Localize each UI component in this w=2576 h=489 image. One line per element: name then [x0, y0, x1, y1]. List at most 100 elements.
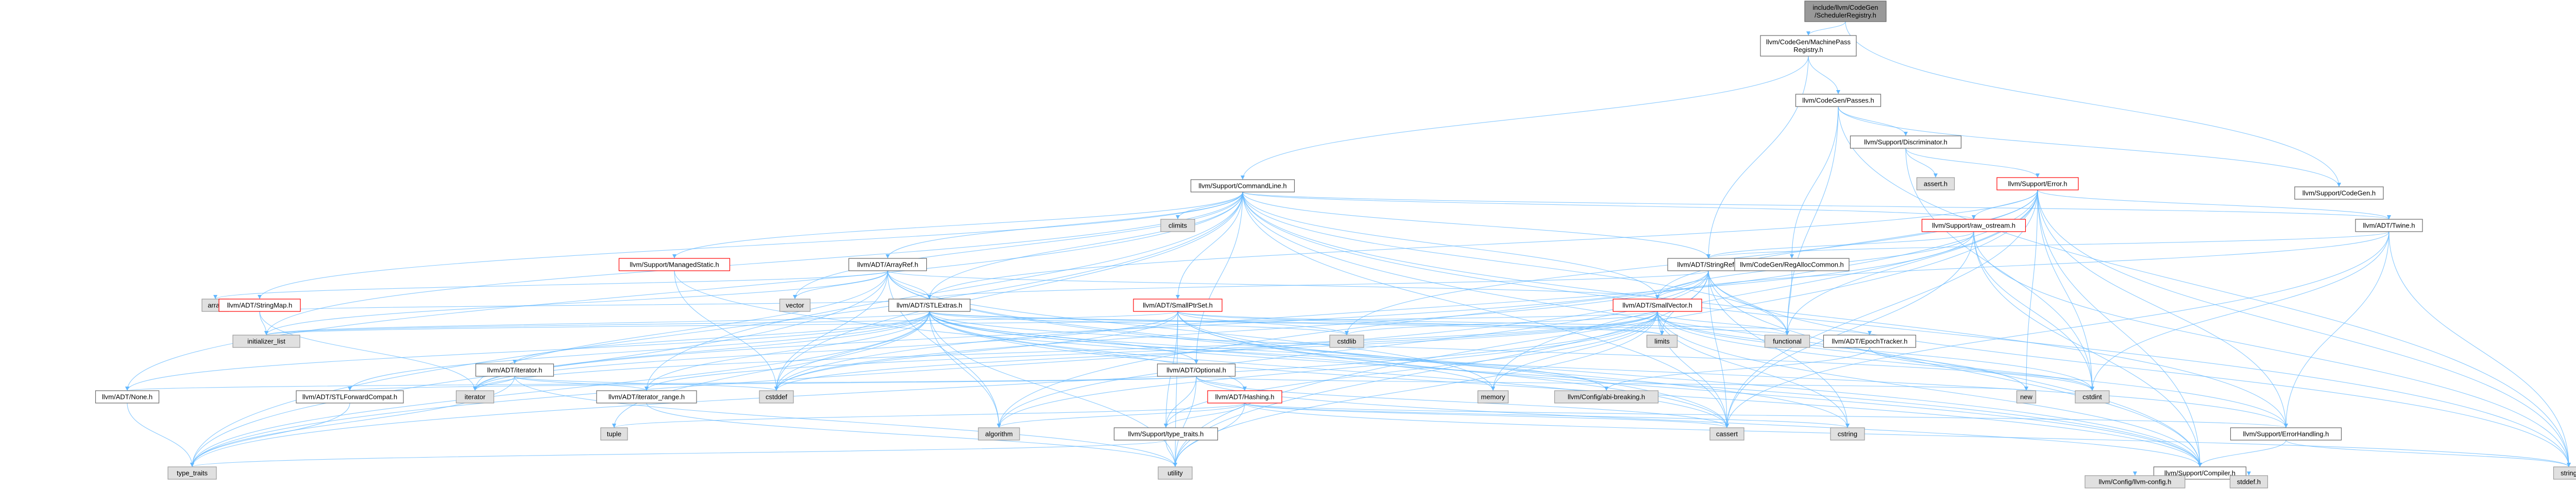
- node-errh[interactable]: llvm/Support/ErrorHandling.h: [2230, 427, 2342, 441]
- node-label: llvm/Support/Compiler.h: [2164, 469, 2235, 477]
- node-aref[interactable]: llvm/ADT/ArrayRef.h: [848, 258, 927, 271]
- node-box: [2016, 390, 2037, 404]
- edge-cl-to-irange: [646, 191, 1243, 391]
- node-root[interactable]: include/llvm/CodeGen/SchedulerRegistry.h: [1804, 1, 1887, 22]
- edge-arrowhead: [473, 387, 477, 391]
- node-label: llvm/ADT/Hashing.h: [1215, 393, 1275, 401]
- node-iterator[interactable]: iterator: [455, 390, 495, 404]
- edge-arrowhead: [2567, 463, 2571, 467]
- node-ms[interactable]: llvm/Support/ManagedStatic.h: [618, 258, 731, 271]
- edge-err-to-cassert: [1726, 189, 2038, 428]
- edge-svec-to-ilist: [266, 311, 1658, 336]
- edge-arrowhead: [2133, 471, 2137, 476]
- node-label: llvm/ADT/None.h: [102, 393, 152, 401]
- edge-arrowhead: [2036, 173, 2040, 178]
- node-box: [1207, 390, 1282, 404]
- node-box: [1916, 177, 1955, 190]
- edge-arrowhead: [774, 387, 778, 391]
- node-cl[interactable]: llvm/Support/CommandLine.h: [1190, 179, 1295, 193]
- node-tt[interactable]: llvm/Support/type_traits.h: [1113, 427, 1218, 441]
- edge-ms-to-cstddef: [674, 270, 777, 391]
- nodes-layer: include/llvm/CodeGen/SchedulerRegistry.h…: [95, 1, 2576, 488]
- node-tuple[interactable]: tuple: [600, 427, 628, 441]
- edge-cgp-to-scg: [1838, 106, 2340, 187]
- node-stlfc[interactable]: llvm/ADT/STLForwardCompat.h: [296, 390, 404, 404]
- node-sps[interactable]: llvm/ADT/SmallPtrSet.h: [1133, 299, 1223, 312]
- node-aiter[interactable]: llvm/ADT/iterator.h: [475, 363, 554, 377]
- node-label: llvm/ADT/StringRef.h: [1677, 261, 1739, 269]
- edge-arrowhead: [886, 254, 890, 258]
- node-ilist[interactable]: initializer_list: [232, 335, 300, 348]
- edge-epoch-to-cstdint: [1869, 347, 2093, 391]
- edge-arrowhead: [190, 463, 194, 467]
- node-memory[interactable]: memory: [1477, 390, 1509, 404]
- edge-err-to-stlx: [929, 189, 2038, 300]
- node-cstddef[interactable]: cstddef: [759, 390, 794, 404]
- edge-arrowhead: [1173, 463, 1177, 467]
- edge-sps-to-epoch: [1177, 311, 1870, 336]
- node-llvmcfg[interactable]: llvm/Config/llvm-config.h: [2084, 475, 2185, 488]
- edge-sref-to-comp: [1708, 270, 2200, 467]
- edge-stlx-to-limits: [929, 311, 1663, 336]
- node-cstring[interactable]: cstring: [1830, 427, 1865, 441]
- edge-cl-to-ilist: [266, 191, 1243, 336]
- edge-sps-to-cstdlib: [1177, 311, 1347, 336]
- node-algorithm[interactable]: algorithm: [978, 427, 1020, 441]
- edge-aref-to-comp: [887, 270, 2200, 467]
- node-utility[interactable]: utility: [1158, 466, 1193, 480]
- node-stlx[interactable]: llvm/ADT/STLExtras.h: [888, 299, 971, 312]
- node-box: [1329, 335, 1364, 348]
- node-disc[interactable]: llvm/Support/Discriminator.h: [1850, 135, 1962, 149]
- node-limits[interactable]: limits: [1646, 335, 1678, 348]
- node-twine[interactable]: llvm/ADT/Twine.h: [2355, 219, 2423, 232]
- node-typetraits[interactable]: type_traits: [167, 466, 217, 480]
- edge-root-to-mpr: [1808, 21, 1846, 36]
- node-functional[interactable]: functional: [1764, 335, 1810, 348]
- node-new[interactable]: new: [2016, 390, 2037, 404]
- edge-aiter-to-utility: [514, 376, 1176, 467]
- node-opt[interactable]: llvm/ADT/Optional.h: [1157, 363, 1236, 377]
- edge-stlx-to-none: [127, 311, 930, 391]
- node-box: [2229, 475, 2268, 488]
- edge-none-to-typetraits: [127, 403, 193, 467]
- node-rawos[interactable]: llvm/Support/raw_ostream.h: [1921, 219, 2026, 232]
- node-asrt[interactable]: assert.h: [1916, 177, 1955, 190]
- node-stddef[interactable]: stddef.h: [2229, 475, 2268, 488]
- edge-stlx-to-tuple: [614, 311, 930, 428]
- node-string[interactable]: string: [2553, 466, 2576, 480]
- node-cgp[interactable]: llvm/CodeGen/Passes.h: [1795, 94, 1882, 107]
- node-rac[interactable]: llvm/CodeGen/RegAllocCommon.h: [1734, 258, 1850, 271]
- edge-cgp-to-functional: [1787, 106, 1839, 336]
- edge-sref-to-typetraits: [192, 270, 1709, 467]
- edge-hashing-to-tuple: [614, 403, 1245, 428]
- node-label: llvm/ADT/iterator.h: [487, 366, 543, 374]
- edge-aref-to-ilist: [266, 270, 888, 336]
- node-label: utility: [1167, 469, 1183, 477]
- node-hashing[interactable]: llvm/ADT/Hashing.h: [1207, 390, 1282, 404]
- node-err[interactable]: llvm/Support/Error.h: [1996, 177, 2079, 190]
- node-none[interactable]: llvm/ADT/None.h: [95, 390, 160, 404]
- node-label: llvm/Support/Discriminator.h: [1864, 138, 1947, 146]
- node-irange[interactable]: llvm/ADT/iterator_range.h: [596, 390, 697, 404]
- edge-arrowhead: [997, 424, 1001, 428]
- node-cstdint[interactable]: cstdint: [2075, 390, 2110, 404]
- edge-twine-to-cassert: [1726, 231, 2389, 428]
- edge-arrowhead: [1790, 254, 1794, 258]
- edge-aref-to-svec: [887, 270, 1658, 300]
- node-smap[interactable]: llvm/ADT/StringMap.h: [218, 299, 301, 312]
- node-scg[interactable]: llvm/Support/CodeGen.h: [2294, 186, 2384, 200]
- node-climits[interactable]: climits: [1160, 219, 1195, 232]
- node-cfgabi[interactable]: llvm/Config/abi-breaking.h: [1554, 390, 1659, 404]
- node-cstdlib[interactable]: cstdlib: [1329, 335, 1364, 348]
- node-svec[interactable]: llvm/ADT/SmallVector.h: [1613, 299, 1702, 312]
- edge-aiter-to-iterator: [474, 376, 515, 391]
- edge-err-to-utility: [1175, 189, 2038, 467]
- node-vector[interactable]: vector: [779, 299, 811, 312]
- edge-err-to-twine: [2037, 189, 2389, 220]
- node-cassert[interactable]: cassert: [1709, 427, 1744, 441]
- node-box: [218, 299, 301, 312]
- edge-arrowhead: [264, 331, 268, 335]
- node-epoch[interactable]: llvm/ADT/EpochTracker.h: [1823, 335, 1917, 348]
